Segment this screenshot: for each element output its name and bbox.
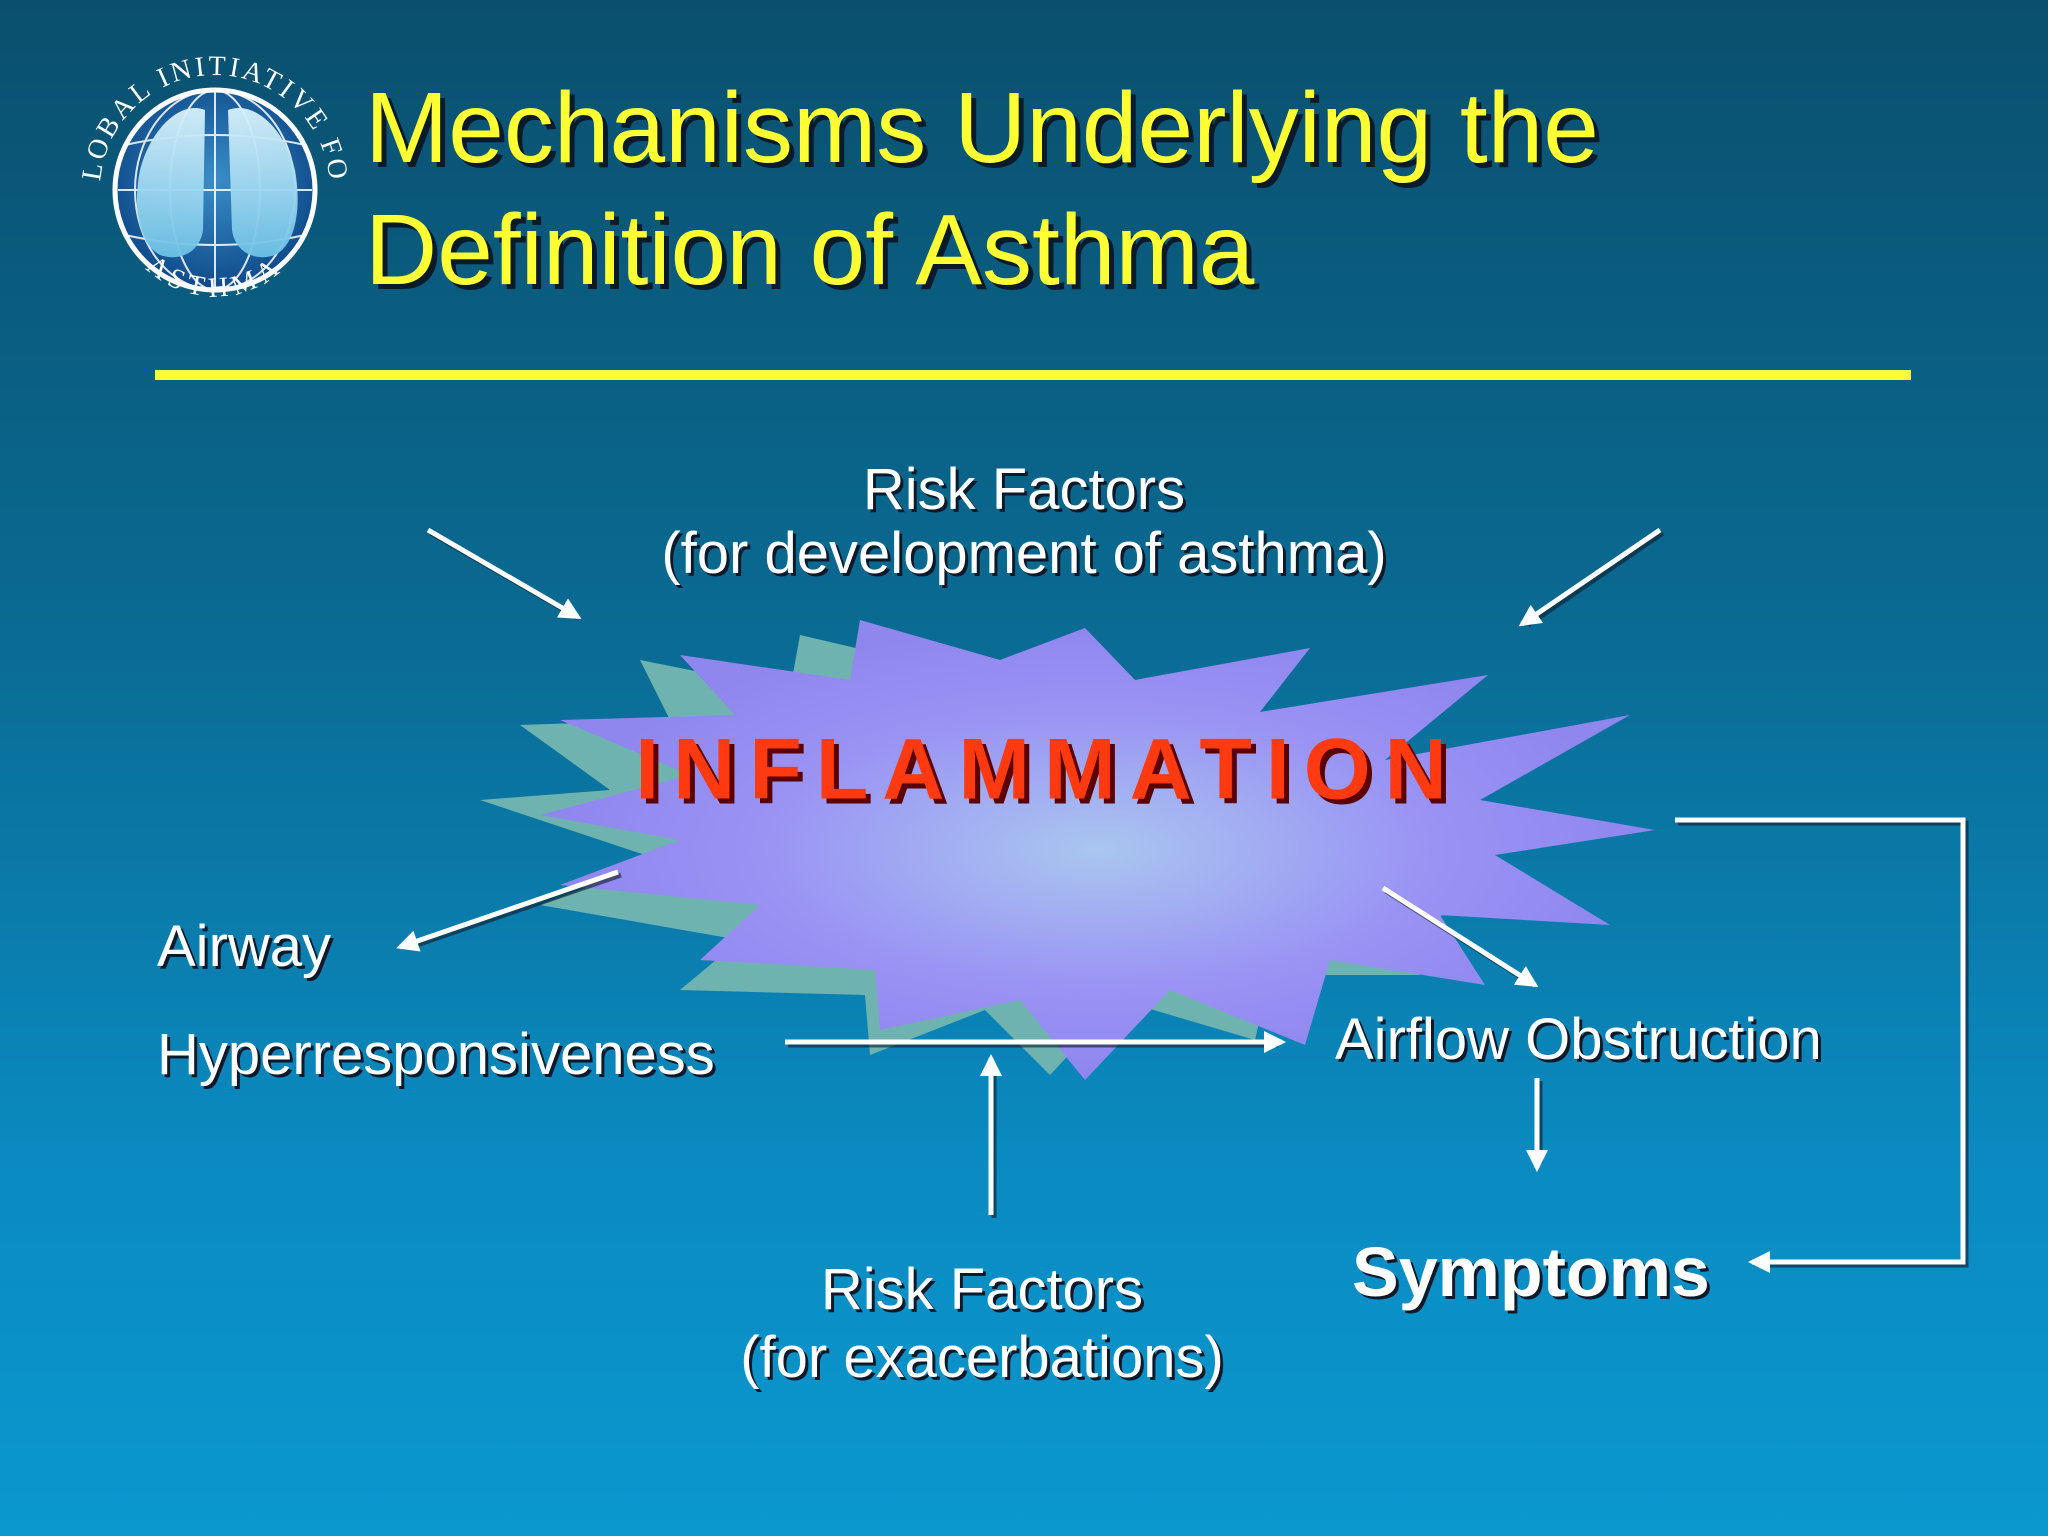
risk-factors-exacerbations-line1: Risk Factors [820,1257,1144,1322]
arrow-inflammation-to-symptoms [1675,817,1966,1273]
arrow-risk-right-to-inflammation [1518,527,1662,627]
starburst-face [540,620,1655,1080]
risk-factors-development-line1: Risk Factors [862,457,1186,522]
left-lung [136,108,205,258]
arrow-risk-left-to-inflammation [426,527,582,620]
hyperresponsiveness-label: Hyperresponsiveness [157,1022,715,1087]
arrow-inflammation-to-airflow [1381,885,1539,988]
airflow-obstruction-label: Airflow Obstruction [1335,1007,1822,1072]
risk-factors-exacerbations-line2: (for exacerbations) [740,1325,1224,1390]
symptoms-label: Symptoms [1352,1233,1710,1311]
title-line-2: Definition of Asthma [365,194,1255,306]
airway-label: Airway [157,914,332,979]
risk-factors-development-line2: (for development of asthma) [661,521,1387,586]
inflammation-label: INFLAMMATION [635,721,1461,818]
title-line-1: Mechanisms Underlying the [365,72,1599,184]
arrow-inflammation-to-airway [396,869,619,952]
right-lung [228,108,298,258]
title-divider [155,370,1911,380]
gina-logo: GLOBAL INITIATIVE FOR ASTHMA [40,30,351,304]
